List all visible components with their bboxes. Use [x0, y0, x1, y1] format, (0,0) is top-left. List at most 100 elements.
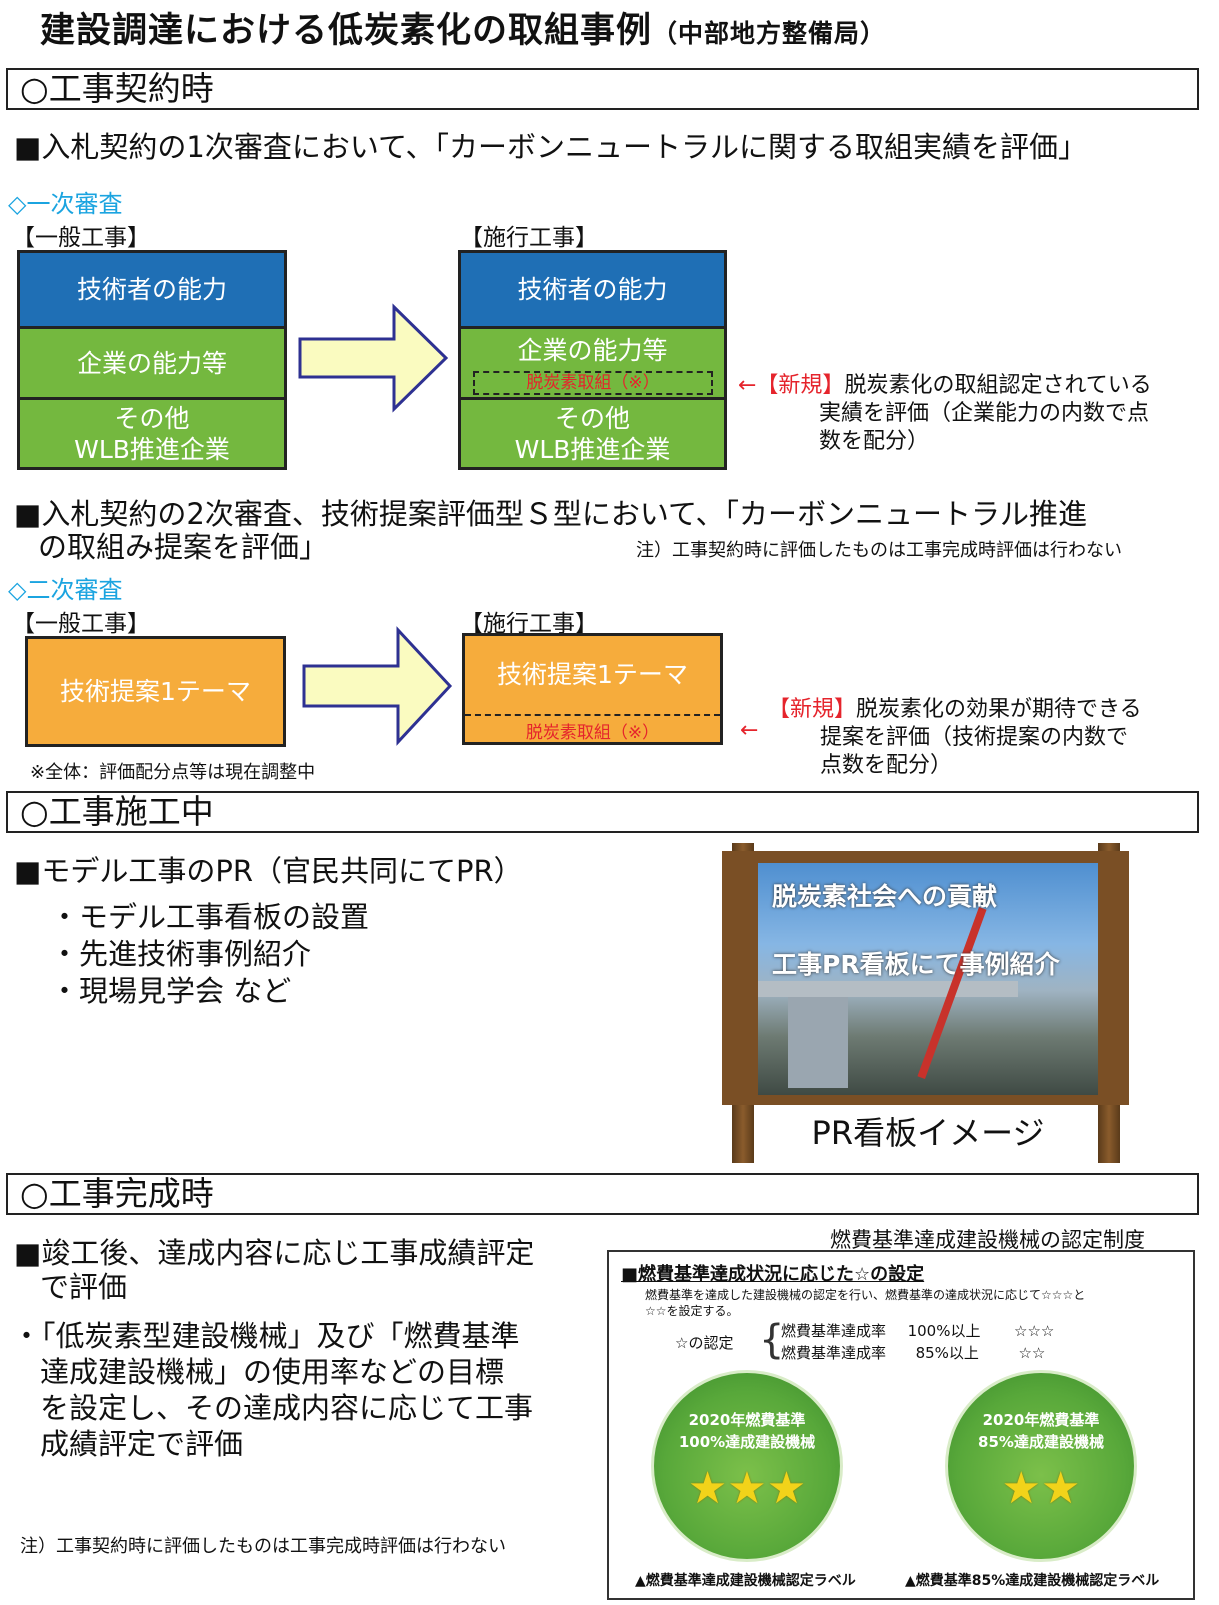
row-name: 燃費基準達成率 [781, 1344, 887, 1362]
cell-engineer: 技術者の能力 [461, 253, 724, 326]
label-line1: 2020年燃費基準 [982, 1411, 1100, 1429]
new-note-2-line2: 提案を評価（技術提案の内数で [820, 725, 1129, 750]
cert-caption: 燃費基準達成建設機械の認定制度 [830, 1228, 1145, 1252]
section-completion: ○工事完成時 [6, 1173, 1199, 1215]
row-stars: ☆☆ [1018, 1344, 1046, 1362]
row-value: 85%以上 [915, 1344, 979, 1362]
new-tag: ←【新規】 [738, 373, 845, 398]
signboard-caption: PR看板イメージ [758, 1107, 1098, 1159]
trial-evaluation-stack: 技術者の能力 企業の能力等 脱炭素取組（※） その他 WLB推進企業 [458, 250, 727, 470]
cell-company: 企業の能力等 [20, 329, 284, 397]
stage-first: ◇一次審査 [8, 190, 123, 218]
section-construction: ○工事施工中 [6, 791, 1199, 833]
construction-list: ・モデル工事看板の設置 ・先進技術事例紹介 ・現場見学会 など [50, 899, 369, 1010]
left-arrow-icon: ← [740, 718, 759, 743]
general-proposal-box: 技術提案1テーマ [25, 636, 286, 747]
star-cert-label: ☆の認定 [675, 1334, 734, 1352]
label-line2: 85%達成建設機械 [978, 1433, 1104, 1451]
cell-other: その他 WLB推進企業 [20, 400, 284, 467]
cert-row-2: 燃費基準達成率 85%以上 ☆☆ [781, 1342, 1045, 1363]
pier-shape [788, 988, 848, 1088]
brace-icon: { [759, 1317, 785, 1363]
new-note-2-line3: 点数を配分） [820, 753, 953, 778]
decarb-dashed-box: 脱炭素取組（※） [473, 371, 713, 395]
paragraph-line: を設定し、その達成内容に応じて工事 [40, 1391, 534, 1425]
pr-signboard: 脱炭素社会への貢献 工事PR看板にて事例紹介 PR看板イメージ [718, 843, 1133, 1163]
divider [20, 397, 284, 400]
new-tag: 【新規】 [768, 697, 857, 722]
label-caption-2: ▲燃費基準85%達成建設機械認定ラベル [905, 1573, 1160, 1589]
cell-company: 企業の能力等 [461, 329, 724, 403]
label-line1: 2020年燃費基準 [688, 1411, 806, 1429]
cell-engineer: 技術者の能力 [20, 253, 284, 326]
label-100-percent: 2020年燃費基準 100%達成建設機械 ★★★ [651, 1370, 843, 1562]
divider [20, 326, 284, 329]
divider [461, 397, 724, 400]
cell-other-line1: その他 [114, 403, 190, 433]
arrow-right-icon [302, 626, 453, 746]
arrow-right-icon [298, 303, 449, 413]
contract-bullet-2-line2: の取組み提案を評価」 [38, 530, 329, 564]
new-note-1: ←【新規】脱炭素化の取組認定されている 実績を評価（企業能力の内数で点 数を配分… [738, 372, 1198, 456]
cert-row-1: 燃費基準達成率 100%以上 ☆☆☆ [781, 1320, 1054, 1341]
cert-heading: ■燃費基準達成状況に応じた☆の設定 [621, 1264, 925, 1285]
label-caption-1: ▲燃費基準達成建設機械認定ラベル [635, 1573, 856, 1589]
decarb-label: 脱炭素取組（※） [525, 723, 660, 743]
page-title: 建設調達における低炭素化の取組事例（中部地方整備局） [40, 2, 886, 53]
new-note-2: 【新規】脱炭素化の効果が期待できる 提案を評価（技術提案の内数で 点数を配分） [768, 696, 1198, 780]
contract-bullet-1: ■入札契約の1次審査において、「カーボンニュートラルに関する取組実績を評価」 [14, 130, 1088, 164]
list-item: ・現場見学会 など [50, 974, 292, 1008]
new-note-2-line1: 脱炭素化の効果が期待できる [856, 697, 1142, 722]
proposal-label: 技術提案1テーマ [497, 659, 688, 689]
paragraph-line: 成績評定で評価 [40, 1427, 244, 1461]
completion-bullet-line1: ■竣工後、達成内容に応じ工事成績評定 [14, 1236, 535, 1270]
title-sub: （中部地方整備局） [652, 19, 887, 48]
cert-panel: ■燃費基準達成状況に応じた☆の設定 燃費基準を達成した建設機械の認定を行い、燃費… [607, 1250, 1195, 1600]
completion-bullet-line2: で評価 [40, 1270, 128, 1304]
cell-other-line2: WLB推進企業 [74, 434, 230, 464]
cert-desc-1: 燃費基準を達成した建設機械の認定を行い、燃費基準の達成状況に応じて☆☆☆と [645, 1288, 1086, 1302]
construction-bullet: ■モデル工事のPR（官民共同にてPR） [14, 854, 523, 888]
signboard-text-2: 工事PR看板にて事例紹介 [772, 950, 1060, 979]
paragraph-line: ・「低炭素型建設機械」及び「燃費基準 [12, 1319, 520, 1353]
cell-other-line2: WLB推進企業 [514, 434, 671, 464]
row-name: 燃費基準達成率 [781, 1322, 887, 1340]
proposal-label: 技術提案1テーマ [60, 677, 251, 706]
row-stars: ☆☆☆ [1014, 1322, 1055, 1340]
completion-paragraph: ・「低炭素型建設機械」及び「燃費基準 達成建設機械」の使用率などの目標 を設定し… [12, 1318, 533, 1462]
bridge-deck-shape [758, 981, 1018, 997]
label-stars-icon: ★★★ [687, 1463, 807, 1514]
stage-second: ◇二次審査 [8, 576, 123, 604]
list-item: ・モデル工事看板の設置 [50, 900, 370, 934]
label-trial-1: 【施行工事】 [460, 225, 598, 251]
section-contract: ○工事契約時 [6, 68, 1199, 110]
cell-other-line1: その他 [554, 403, 630, 433]
contract-bullet-2-line1: ■入札契約の2次審査、技術提案評価型Ｓ型において、「カーボンニュートラル推進 [14, 497, 1088, 531]
label-general-1: 【一般工事】 [12, 225, 150, 251]
signboard-text-1: 脱炭素社会への貢献 [772, 882, 998, 911]
label-trial-2: 【施行工事】 [460, 611, 598, 637]
label-stars-icon: ★★ [1001, 1463, 1081, 1514]
cert-desc-2: ☆☆を設定する。 [645, 1304, 739, 1318]
new-note-1-line2: 実績を評価（企業能力の内数で点 [819, 401, 1150, 426]
label-general-2: 【一般工事】 [12, 611, 150, 637]
decarb-label: 脱炭素取組（※） [526, 373, 660, 393]
paragraph-line: 達成建設機械」の使用率などの目標 [40, 1355, 505, 1389]
dashed-divider [465, 714, 720, 716]
cell-company-label: 企業の能力等 [517, 336, 668, 365]
new-note-1-line1: 脱炭素化の取組認定されている [844, 373, 1152, 398]
title-main: 建設調達における低炭素化の取組事例 [40, 11, 653, 51]
label-line2: 100%達成建設機械 [678, 1433, 816, 1451]
divider [461, 326, 724, 329]
trial-proposal-box: 技術提案1テーマ 脱炭素取組（※） [462, 633, 723, 745]
list-item: ・先進技術事例紹介 [50, 937, 312, 971]
signboard-photo: 脱炭素社会への貢献 工事PR看板にて事例紹介 [758, 863, 1098, 1095]
overall-note: ※全体：評価配分点等は現在調整中 [30, 762, 316, 783]
note-no-duplicate-bottom: 注）工事契約時に評価したものは工事完成時評価は行わない [20, 1536, 506, 1557]
note-no-duplicate-top: 注）工事契約時に評価したものは工事完成時評価は行わない [636, 540, 1122, 561]
general-evaluation-stack: 技術者の能力 企業の能力等 その他 WLB推進企業 [17, 250, 287, 470]
label-85-percent: 2020年燃費基準 85%達成建設機械 ★★ [945, 1370, 1137, 1562]
row-value: 100%以上 [907, 1322, 981, 1340]
new-note-1-line3: 数を配分） [819, 429, 930, 454]
cell-other: その他 WLB推進企業 [461, 400, 724, 467]
